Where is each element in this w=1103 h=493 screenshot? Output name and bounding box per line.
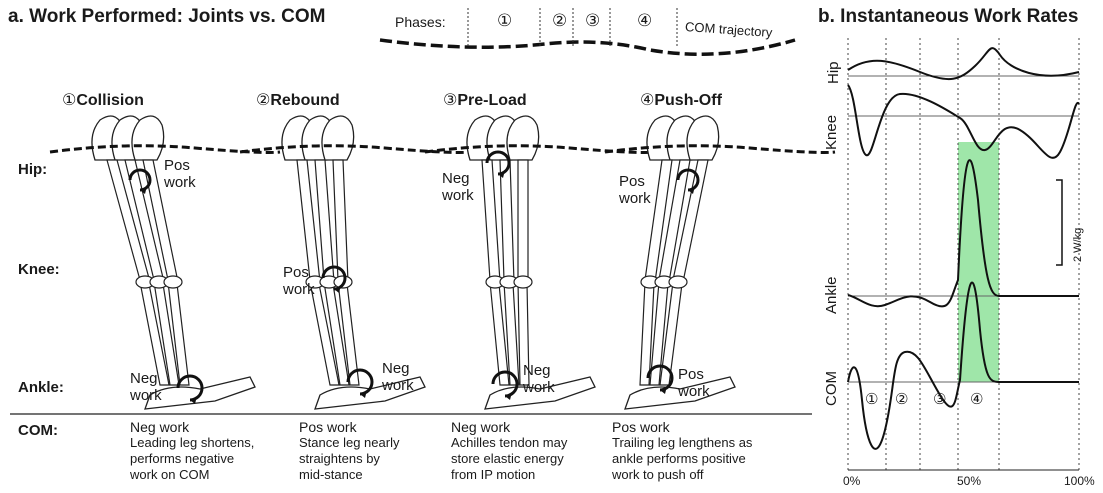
phase-4-hip-work: Pos work xyxy=(619,173,651,207)
knee-joint xyxy=(164,276,182,288)
knee-joint xyxy=(514,276,532,288)
row-label-knee: Knee: xyxy=(18,261,60,278)
trace-phase-2: ② xyxy=(895,390,908,408)
x-tick-0: 0% xyxy=(843,474,860,488)
trace-phase-3: ③ xyxy=(933,390,946,408)
phase-4-ankle-work: Pos work xyxy=(678,366,710,400)
phase-2-com-description: Pos work Stance leg nearly straightens b… xyxy=(299,419,399,483)
trace-label-ankle: Ankle xyxy=(823,276,840,314)
phase-marker-4: ④ xyxy=(637,11,652,31)
phase-marker-3: ③ xyxy=(585,11,600,31)
row-label-ankle: Ankle: xyxy=(18,379,64,396)
phase-4-com-description: Pos work Trailing leg lengthens as ankle… xyxy=(612,419,752,483)
femur-bone xyxy=(518,160,528,282)
phase-3-hip-work: Neg work xyxy=(442,170,474,204)
phase-1-ankle-work: Neg work xyxy=(130,370,162,404)
phase-2-header: ②Rebound xyxy=(256,90,340,110)
trace-label-hip: Hip xyxy=(825,61,842,84)
phase-3-header: ③Pre-Load xyxy=(443,90,527,110)
phase-marker-2: ② xyxy=(552,11,567,31)
phase-1-hip-work: Pos work xyxy=(164,157,196,191)
phase-1-header: ①Collision xyxy=(62,90,144,110)
phase-4-header: ④Push-Off xyxy=(640,90,722,110)
row-label-hip: Hip: xyxy=(18,161,47,178)
femur-bone xyxy=(333,160,348,282)
scale-bar xyxy=(1056,180,1062,265)
phase-marker-1: ① xyxy=(497,11,512,31)
panel-a-title: a. Work Performed: Joints vs. COM xyxy=(8,6,325,28)
phases-label: Phases: xyxy=(395,14,446,30)
scale-bar-label: 2 W/kg xyxy=(1072,228,1084,262)
phase-2-ankle-work: Neg work xyxy=(382,360,414,394)
trace-phase-1: ① xyxy=(865,390,878,408)
phase-1-com-description: Neg work Leading leg shortens, performs … xyxy=(130,419,254,483)
trace-label-com: COM xyxy=(823,371,840,406)
hip-trajectory xyxy=(605,146,835,153)
trace-label-knee: Knee xyxy=(823,115,840,150)
x-tick-50: 50% xyxy=(957,474,981,488)
femur-bone xyxy=(482,160,500,282)
trace-phase-4: ④ xyxy=(970,390,983,408)
row-label-com: COM: xyxy=(18,422,58,439)
x-tick-100: 100% xyxy=(1064,474,1095,488)
hip-trajectory xyxy=(240,146,470,153)
phase-3-ankle-work: Neg work xyxy=(523,362,555,396)
phase-2-knee-work: Pos work xyxy=(283,264,315,298)
panel-b-title: b. Instantaneous Work Rates xyxy=(818,6,1078,28)
hip-trace xyxy=(848,48,1079,79)
femur-bone xyxy=(500,160,514,282)
com-trajectory-line xyxy=(380,40,795,54)
phase-3-com-description: Neg work Achilles tendon may store elast… xyxy=(451,419,567,483)
knee-joint xyxy=(669,276,687,288)
